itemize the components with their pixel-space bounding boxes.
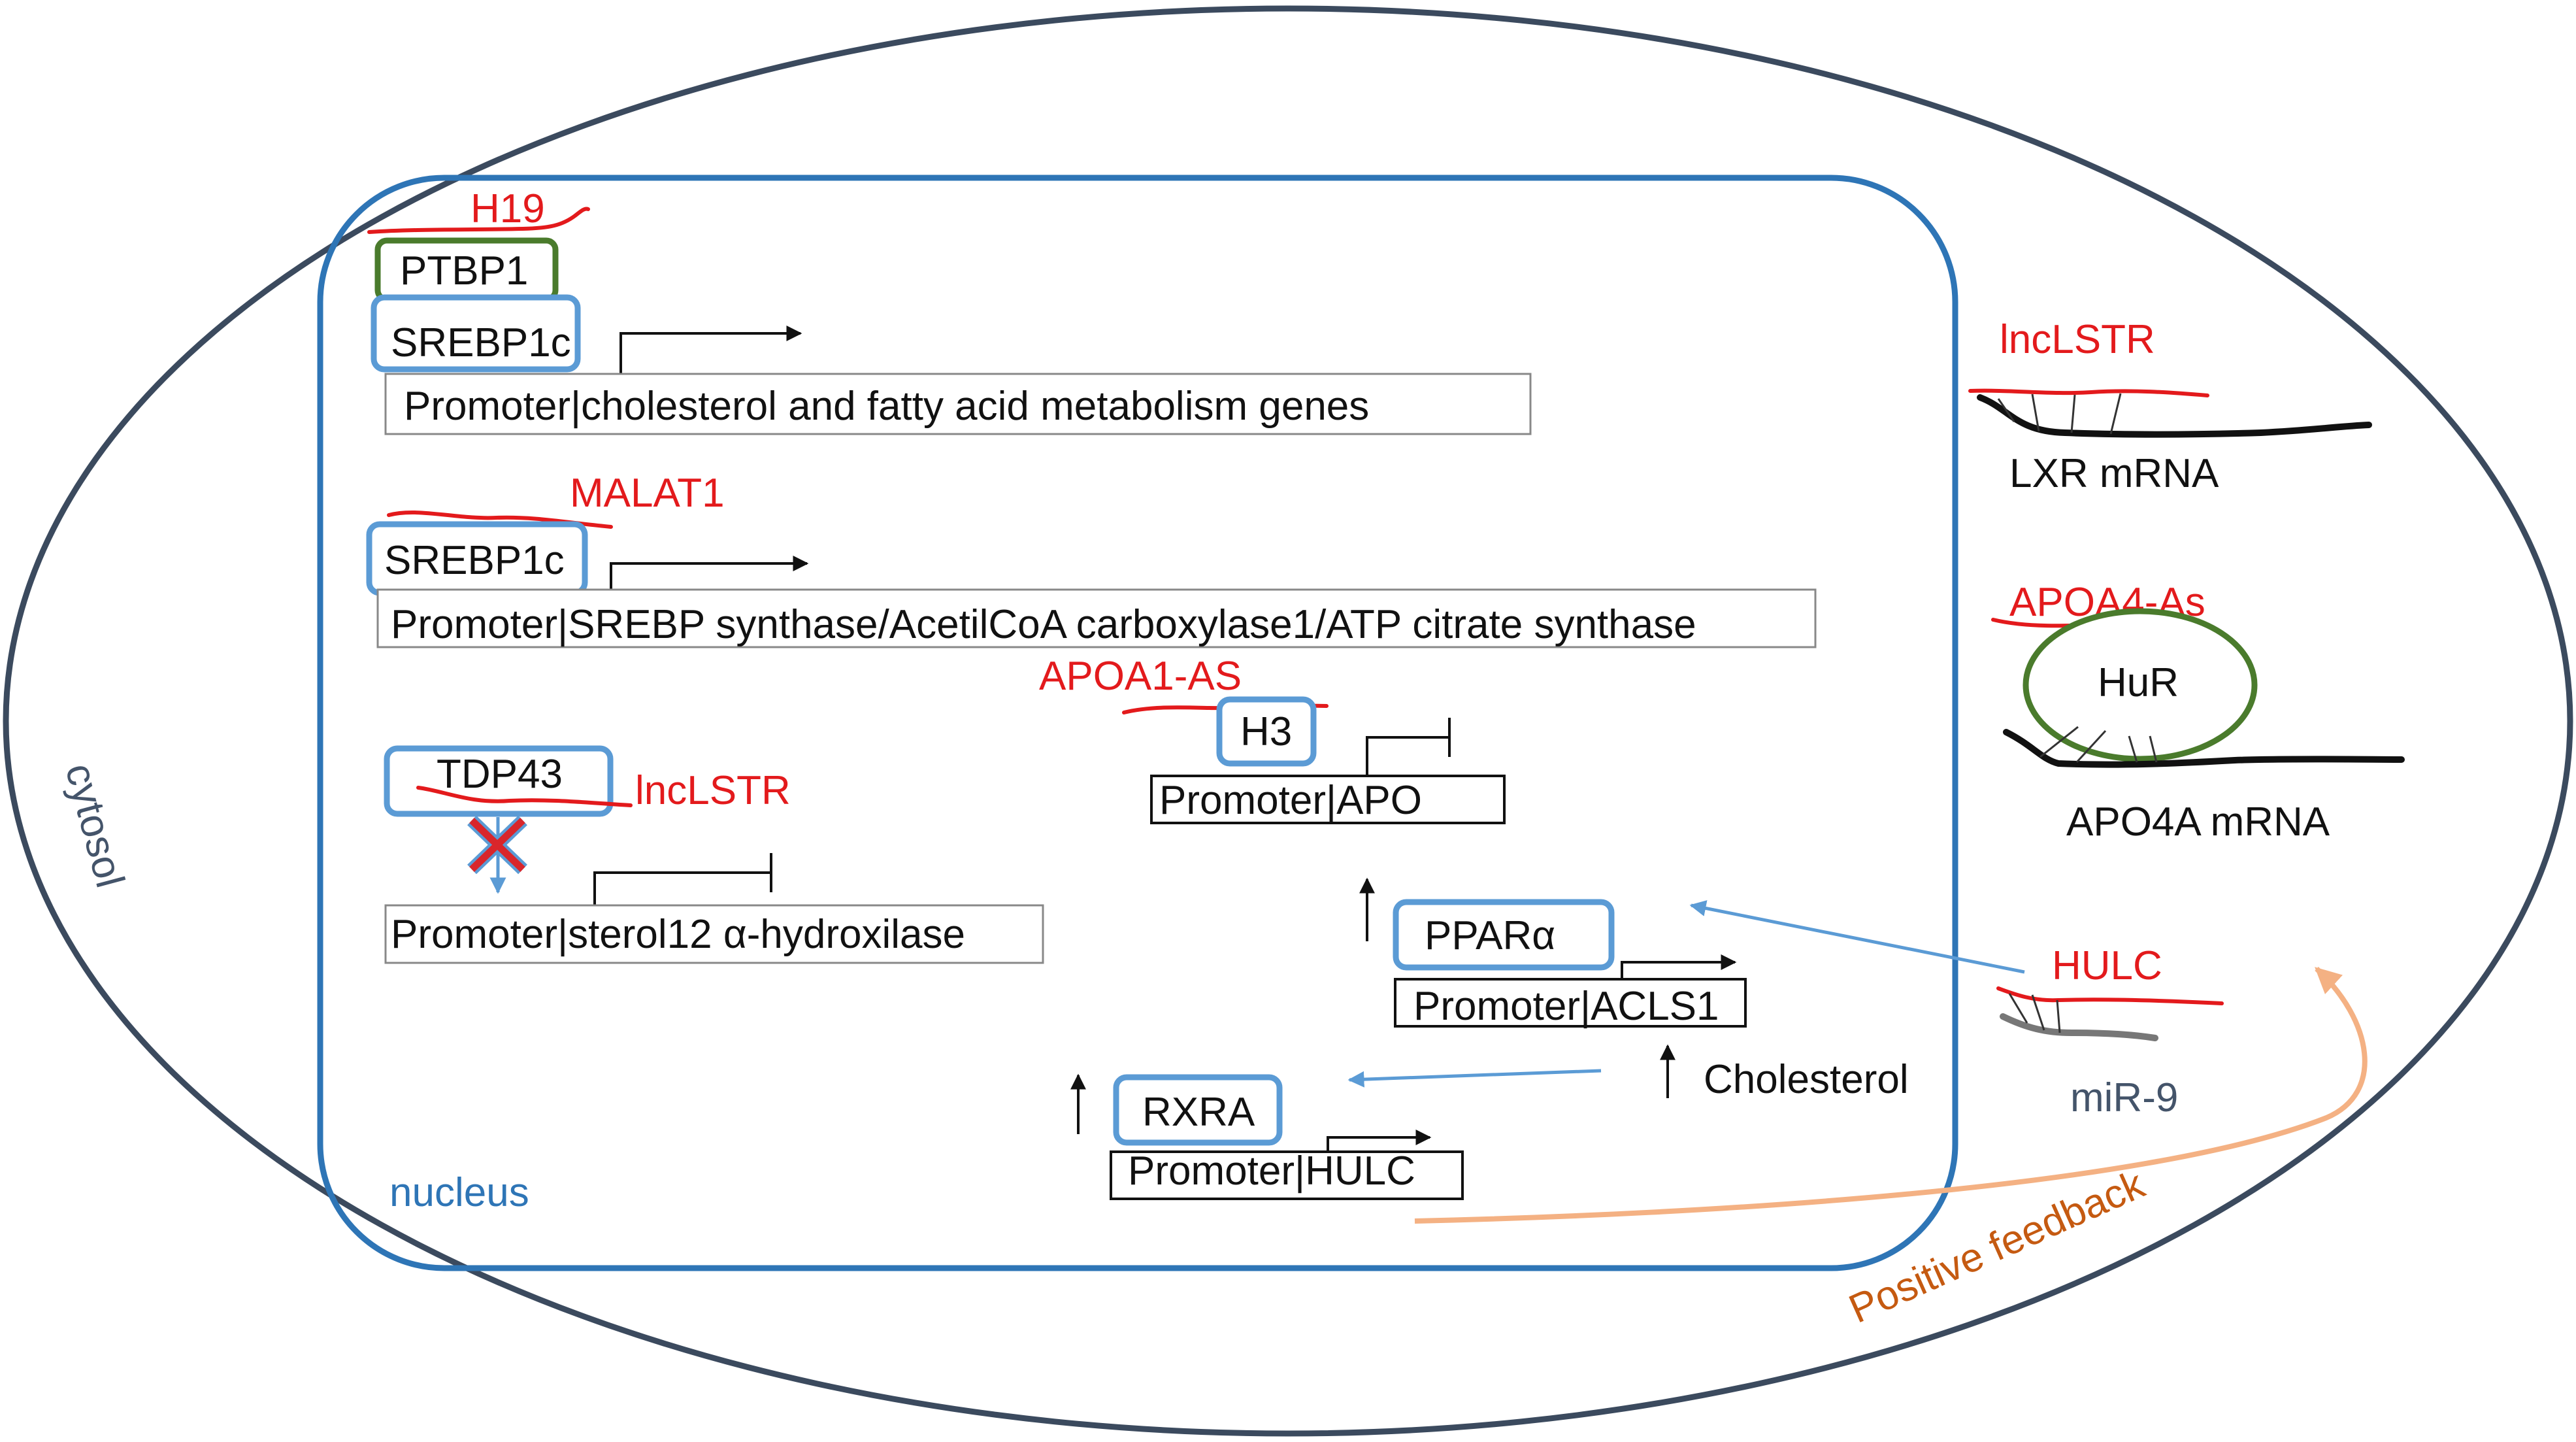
nucleus-label: nucleus	[389, 1170, 529, 1215]
lncstr-nuclear-lncrna	[416, 786, 633, 807]
promoter-box-4	[1150, 775, 1506, 824]
promoter-text-6: Promoter|HULC	[1128, 1149, 1415, 1194]
lxr-mrna-label: LXR mRNA	[2009, 451, 2219, 496]
hur-label: HuR	[2098, 660, 2179, 705]
rxra-label: RXRA	[1142, 1090, 1255, 1135]
lncstr-nuclear-label: lncLSTR	[635, 768, 791, 813]
srebp1c-label-1: SREBP1c	[391, 320, 571, 365]
tdp43-label: TDP43	[437, 752, 563, 797]
cholesterol-label: Cholesterol	[1704, 1057, 1909, 1102]
tdp43-protein	[384, 745, 614, 817]
tss-arrow-2	[610, 556, 809, 590]
lncstr-cytosol-lncrna	[1968, 388, 2209, 397]
hur-protein	[2023, 608, 2258, 762]
promoter-text-5: Promoter|ACLS1	[1413, 984, 1719, 1029]
nucleus-membrane	[317, 175, 1958, 1271]
mir9-label: miR-9	[2070, 1075, 2178, 1120]
ppara-label: PPARα	[1425, 913, 1555, 958]
h19-label: H19	[471, 186, 545, 231]
apo4a-mrna-strand	[2003, 729, 2405, 768]
promoter-text-3: Promoter|sterol12 α-hydroxilase	[391, 912, 965, 957]
cytosol-label: cytosol	[56, 759, 133, 892]
tss-repressed-4	[1366, 736, 1449, 781]
promoter-box-6	[1110, 1150, 1464, 1200]
hulc-label: HULC	[2052, 943, 2162, 988]
hulc-lncrna	[1996, 986, 2224, 1005]
srebp1c-protein-1	[371, 294, 581, 373]
promoter-text-4: Promoter|APO	[1159, 778, 1422, 823]
h19-lncrna	[367, 207, 590, 234]
srebp1c-label-2: SREBP1c	[384, 538, 565, 583]
blocked-cross-icon	[467, 815, 527, 875]
rxra-protein	[1113, 1074, 1283, 1146]
lncstr-cytosol-label: lncLSTR	[2000, 317, 2155, 362]
tss-arrow-1	[619, 326, 802, 379]
ptbp1-label: PTBP1	[400, 248, 528, 293]
positive-feedback-arrow	[1414, 967, 2368, 1224]
h3-label: H3	[1240, 709, 1292, 754]
promoter-box-5	[1394, 978, 1747, 1028]
promoter-box-3	[384, 904, 1044, 964]
mir9-strand	[2000, 1013, 2158, 1041]
cholesterol-to-rxra-arrow	[1347, 1069, 1602, 1088]
tss-repressed-3	[593, 871, 771, 912]
promoter-box-1	[384, 373, 1532, 435]
promoter-text-1: Promoter|cholesterol and fatty acid meta…	[404, 384, 1369, 429]
ppara-protein	[1393, 899, 1615, 971]
promoter-text-2: Promoter|SREBP synthase/AcetilCoA carbox…	[391, 602, 1696, 647]
malat1-label: MALAT1	[570, 471, 725, 516]
h3-protein	[1216, 696, 1317, 767]
lxr-mrna-strand	[1977, 394, 2372, 438]
cell-membrane	[3, 5, 2573, 1437]
hulc-to-ppara-arrow	[1689, 900, 2025, 974]
apoa1-as-label: APOA1-AS	[1039, 654, 1242, 699]
apo4a-mrna-label: APO4A mRNA	[2066, 799, 2330, 845]
promoter-box-2	[376, 588, 1817, 648]
